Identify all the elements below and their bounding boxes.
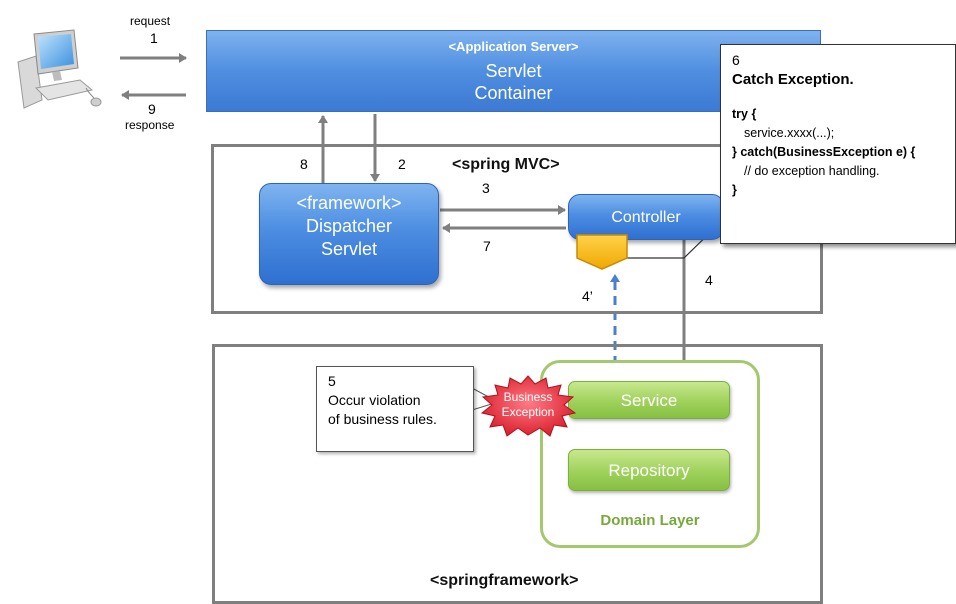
code-call: service.xxxx(...); <box>744 126 835 140</box>
step-4: 4 <box>705 272 713 288</box>
dispatcher-servlet: <framework> Dispatcher Servlet <box>259 183 439 285</box>
exception-handler-icon <box>576 234 628 270</box>
domain-layer-label: Domain Layer <box>600 512 700 529</box>
callout-5-line-2: of business rules. <box>328 411 437 427</box>
step-4-prime: 4’ <box>582 288 593 304</box>
step-1: 1 <box>150 30 158 46</box>
burst-line-1: Business <box>503 390 553 404</box>
burst-line-2: Exception <box>501 405 555 419</box>
code-catch: } catch(BusinessException e) { <box>732 145 916 159</box>
request-label: request <box>130 14 171 28</box>
step-3: 3 <box>482 180 490 196</box>
callout-5: 5 Occur violation of business rules. <box>316 366 474 452</box>
application-server: <Application Server> Servlet Container <box>206 30 821 112</box>
business-exception-label: Business Exception <box>480 390 576 420</box>
dispatcher-line-1: <framework> <box>296 193 402 213</box>
service-box: Service <box>568 381 730 419</box>
container-label: Container <box>474 83 553 103</box>
callout-6: 6 Catch Exception. try { service.xxxx(..… <box>720 44 956 244</box>
business-exception-burst <box>480 375 576 437</box>
step-2: 2 <box>398 156 406 172</box>
step-8: 8 <box>300 156 308 172</box>
dispatcher-line-3: Servlet <box>320 239 378 259</box>
spring-mvc-title: <spring MVC> <box>452 156 560 173</box>
response-label: response <box>125 118 175 132</box>
dispatcher-line-2: Dispatcher <box>305 216 393 236</box>
callout-5-num: 5 <box>328 373 336 389</box>
callout-5-line-1: Occur violation <box>328 392 421 408</box>
controller-label: Controller <box>611 209 681 226</box>
callout-6-num: 6 <box>732 52 740 68</box>
code-try: try { <box>732 107 757 121</box>
code-close: } <box>732 183 737 197</box>
callout-6-code: try { service.xxxx(...); } catch(Busines… <box>732 105 955 200</box>
computer-icon <box>17 29 102 109</box>
repository-box: Repository <box>568 449 730 491</box>
springframework-title: <springframework> <box>430 572 579 589</box>
app-server-tag: <Application Server> <box>448 39 579 54</box>
controller-box: Controller <box>568 194 724 240</box>
servlet-label: Servlet <box>485 61 542 81</box>
callout-6-title: Catch Exception. <box>732 71 854 88</box>
step-7: 7 <box>483 238 491 254</box>
code-comment: // do exception handling. <box>744 164 880 178</box>
step-9: 9 <box>148 101 156 117</box>
